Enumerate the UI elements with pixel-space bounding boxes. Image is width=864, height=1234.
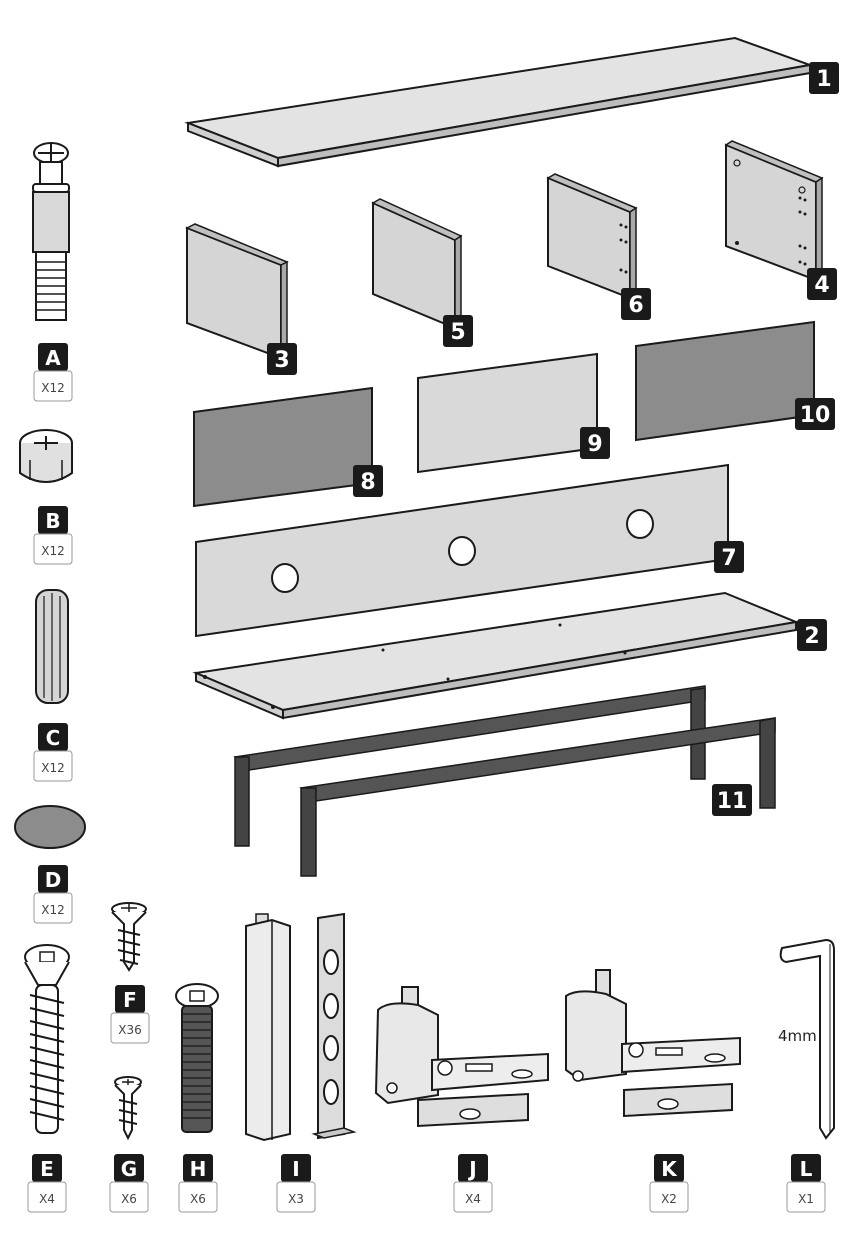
hardware-label-l: L X1 [786,1154,826,1213]
connector-screw-icon [24,944,70,1134]
panel-number-badge: 10 [795,398,835,430]
hardware-label-j: J X4 [453,1154,493,1213]
hardware-qty: X4 [465,1192,481,1206]
panel-3 [185,223,289,360]
panel-8 [193,386,373,508]
panel-number: 6 [628,293,643,318]
panel-number-badge: 5 [443,315,473,347]
hardware-letter: E [40,1157,54,1181]
panel-6 [546,173,638,300]
hardware-letter: J [467,1157,476,1181]
panel-1 [184,36,814,168]
cam-bolt-icon [32,142,70,321]
hardware-qty: X12 [41,903,65,917]
hardware-letter: F [123,988,137,1012]
dowel-icon [35,589,69,704]
panel-number-badge: 2 [797,619,827,651]
hardware-letter: L [800,1157,813,1181]
panel-2 [192,591,800,720]
hardware-qty: X6 [190,1192,206,1206]
panel-9 [417,352,598,474]
wood-screw-icon [111,902,147,972]
hardware-qty: X2 [661,1192,677,1206]
hardware-label-k: K X2 [649,1154,689,1213]
hardware-letter: K [661,1157,678,1181]
hinge-icon [374,986,549,1128]
hinge-icon [565,969,741,1118]
panel-number: 11 [717,789,748,814]
allen-key-size: 4mm [778,1027,817,1045]
machine-bolt-icon [175,983,219,1133]
hardware-label-h: H X6 [178,1154,218,1213]
panel-number: 5 [450,320,465,345]
hardware-letter: B [45,509,60,533]
hardware-letter: C [46,726,61,750]
hardware-letter: I [292,1157,299,1181]
panel-number-badge: 1 [809,62,839,94]
panel-10 [635,320,815,442]
cam-lock-icon [19,429,73,483]
panel-number: 1 [816,67,831,92]
hardware-qty: X4 [39,1192,55,1206]
hardware-letter: H [190,1157,207,1181]
hardware-qty: X3 [288,1192,304,1206]
hardware-letter: D [45,868,62,892]
hardware-letter: G [121,1157,137,1181]
panel-4 [724,140,824,282]
hardware-label-i: I X3 [276,1154,316,1213]
hardware-qty: X1 [798,1192,814,1206]
panel-number: 8 [360,470,375,495]
hardware-label-g: G X6 [109,1154,149,1213]
panel-number: 4 [814,273,829,298]
panel-number-badge: 11 [712,784,752,816]
hardware-label-d: D X12 [33,865,73,924]
bracket-icon [245,912,357,1142]
panel-number-badge: 3 [267,343,297,375]
hardware-qty: X12 [41,544,65,558]
panel-number-badge: 6 [621,288,651,320]
hardware-qty: X12 [41,381,65,395]
panel-5 [371,198,463,330]
hardware-qty: X12 [41,761,65,775]
hardware-label-e: E X4 [27,1154,67,1213]
cover-cap-icon [14,805,86,849]
hardware-letter: A [45,346,61,370]
panel-number-badge: 9 [580,427,610,459]
hardware-label-b: B X12 [33,506,73,565]
panel-number-badge: 7 [714,541,744,573]
panel-number: 10 [800,403,831,428]
hardware-label-f: F X36 [110,985,150,1044]
panel-11-legs [233,685,776,877]
panel-number: 9 [587,432,602,457]
small-screw-icon [114,1076,142,1141]
panel-number: 2 [804,624,819,649]
hardware-qty: X6 [121,1192,137,1206]
hardware-qty: X36 [118,1023,142,1037]
panel-number: 3 [274,348,289,373]
panel-number-badge: 4 [807,268,837,300]
hardware-label-c: C X12 [33,723,73,782]
hardware-label-a: A X12 [33,343,73,402]
allen-key-icon [779,938,835,1140]
panel-number-badge: 8 [353,465,383,497]
panel-number: 7 [721,546,736,571]
